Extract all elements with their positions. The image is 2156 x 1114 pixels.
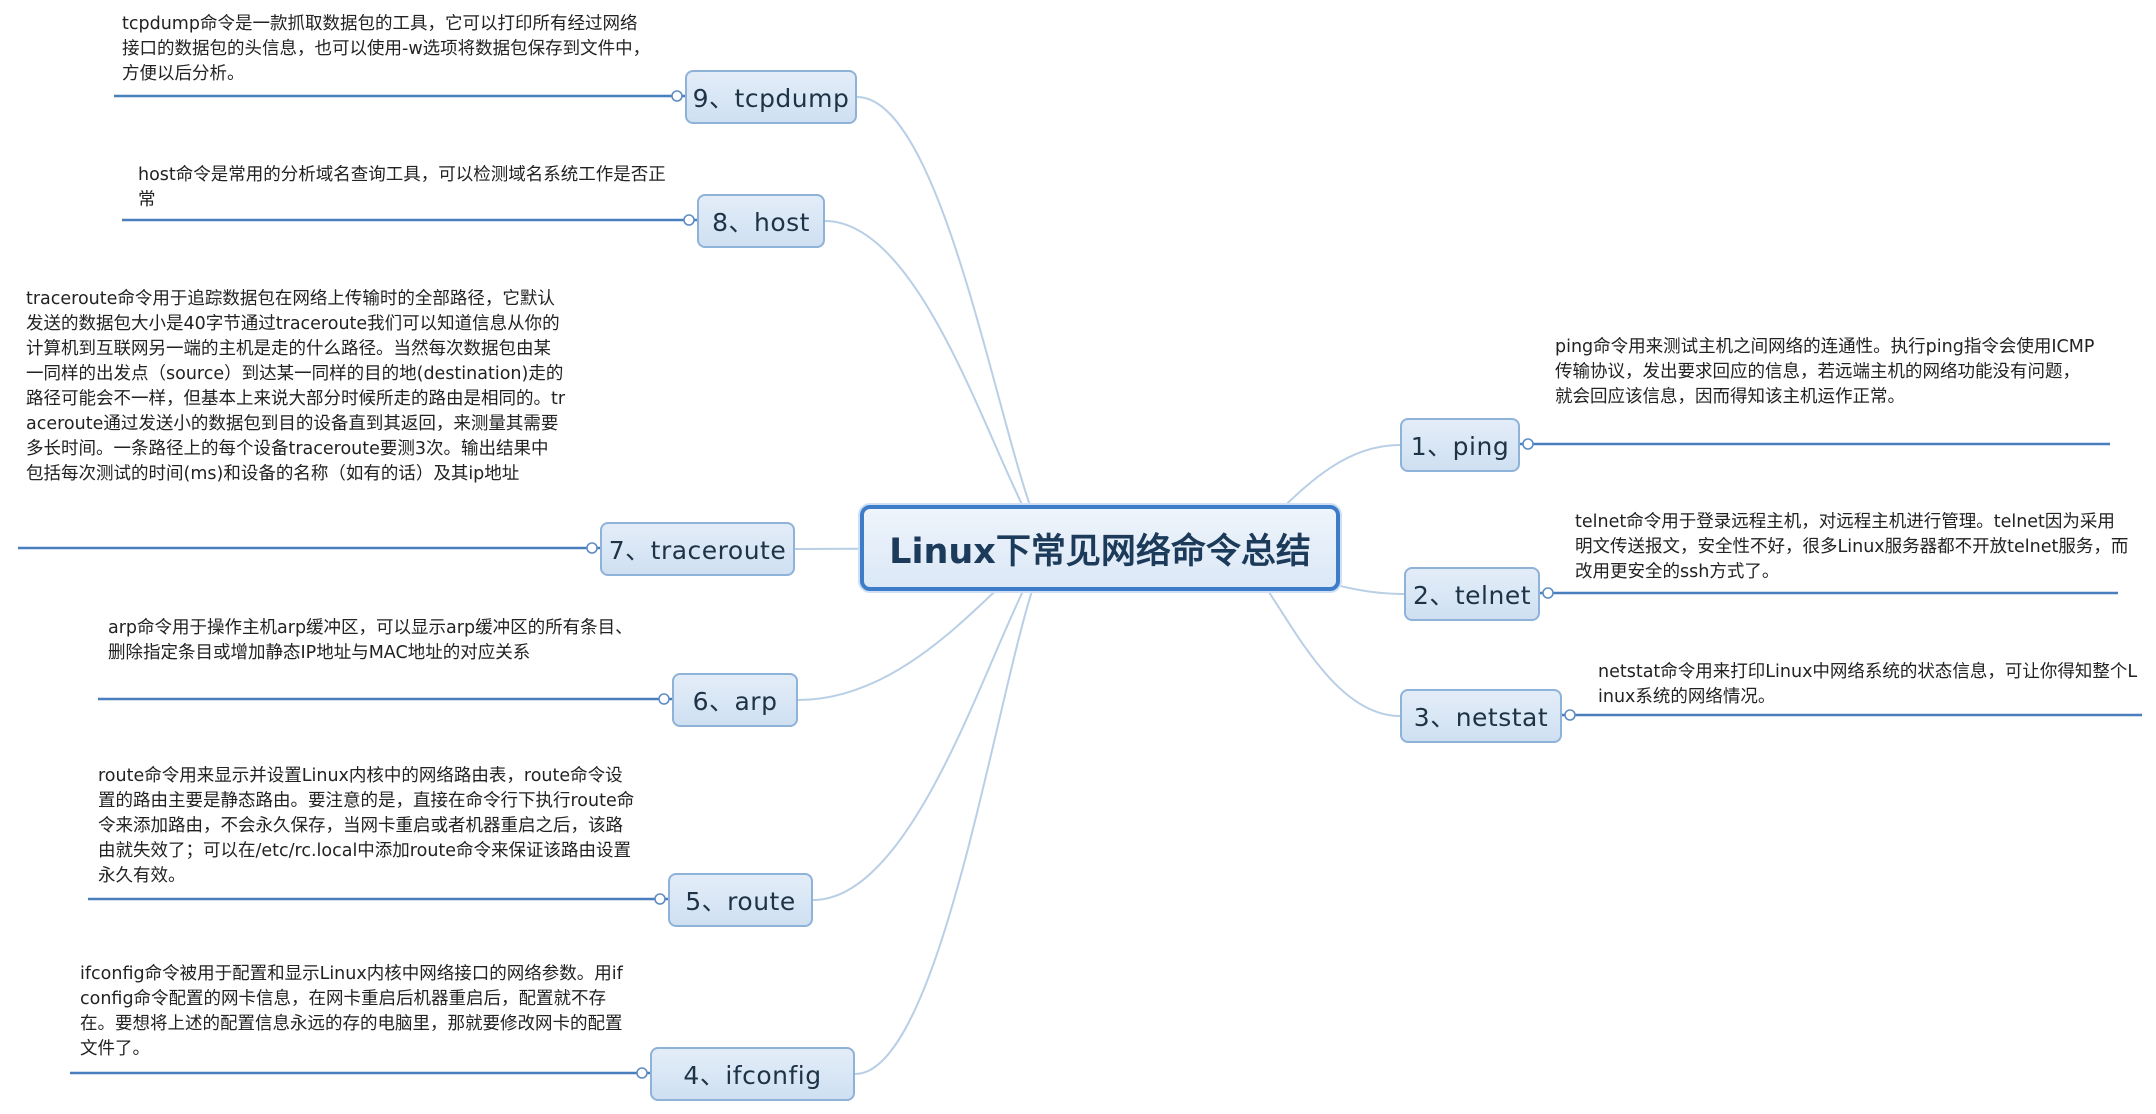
collapse-toggle-ping[interactable] — [1522, 438, 1534, 450]
topic-tcpdump[interactable]: 9、tcpdump — [685, 70, 857, 124]
note-host: host命令是常用的分析域名查询工具，可以检测域名系统工作是否正常 — [138, 165, 666, 210]
topic-ifconfig[interactable]: 4、ifconfig — [650, 1047, 855, 1101]
topic-host[interactable]: 8、host — [697, 194, 825, 248]
note-telnet: telnet命令用于登录远程主机，对远程主机进行管理。telnet因为采用明文传… — [1575, 512, 2129, 582]
topic-traceroute[interactable]: 7、traceroute — [600, 522, 795, 576]
note-tcpdump: tcpdump命令是一款抓取数据包的工具，它可以打印所有经过网络接口的数据包的头… — [122, 14, 651, 84]
collapse-toggle-route[interactable] — [654, 893, 666, 905]
topic-arp-label: 6、arp — [692, 687, 778, 716]
connector-route — [812, 547, 1056, 901]
collapse-toggle-telnet[interactable] — [1542, 587, 1554, 599]
topic-route-label: 5、route — [685, 887, 796, 916]
topic-tcpdump-label: 9、tcpdump — [692, 84, 850, 113]
topic-netstat[interactable]: 3、netstat — [1400, 689, 1562, 743]
collapse-toggle-traceroute[interactable] — [586, 542, 598, 554]
note-route: route命令用来显示并设置Linux内核中的网络路由表，route命令设置的路… — [98, 766, 635, 886]
collapse-toggle-ifconfig[interactable] — [636, 1067, 648, 1079]
collapse-toggle-tcpdump[interactable] — [671, 90, 683, 102]
topic-telnet[interactable]: 2、telnet — [1404, 567, 1540, 621]
note-traceroute: traceroute命令用于追踪数据包在网络上传输时的全部路径，它默认发送的数据… — [26, 289, 566, 484]
topic-traceroute-label: 7、traceroute — [608, 536, 787, 565]
topic-ping-label: 1、ping — [1410, 432, 1510, 461]
collapse-toggle-arp[interactable] — [658, 693, 670, 705]
central-topic[interactable]: Linux下常见网络命令总结 — [860, 505, 1340, 591]
topic-netstat-label: 3、netstat — [1413, 703, 1549, 732]
central-topic-label: Linux下常见网络命令总结 — [889, 531, 1311, 572]
topic-route[interactable]: 5、route — [668, 873, 813, 927]
collapse-toggle-host[interactable] — [683, 214, 695, 226]
topic-ifconfig-label: 4、ifconfig — [683, 1061, 822, 1090]
note-ifconfig: ifconfig命令被用于配置和显示Linux内核中网络接口的网络参数。用ifc… — [80, 964, 623, 1059]
topic-host-label: 8、host — [712, 208, 810, 237]
connector-host — [824, 220, 1056, 549]
note-netstat: netstat命令用来打印Linux中网络系统的状态信息，可让你得知整个Linu… — [1598, 662, 2138, 707]
note-arp: arp命令用于操作主机arp缓冲区，可以显示arp缓冲区的所有条目、删除指定条目… — [108, 618, 633, 663]
collapse-toggle-netstat[interactable] — [1564, 709, 1576, 721]
topic-ping[interactable]: 1、ping — [1400, 418, 1520, 472]
connector-tcpdump — [856, 96, 1056, 549]
note-ping: ping命令用来测试主机之间网络的连通性。执行ping指令会使用ICMP传输协议… — [1555, 337, 2095, 407]
topic-telnet-label: 2、telnet — [1412, 581, 1532, 610]
topic-arp[interactable]: 6、arp — [672, 673, 798, 727]
